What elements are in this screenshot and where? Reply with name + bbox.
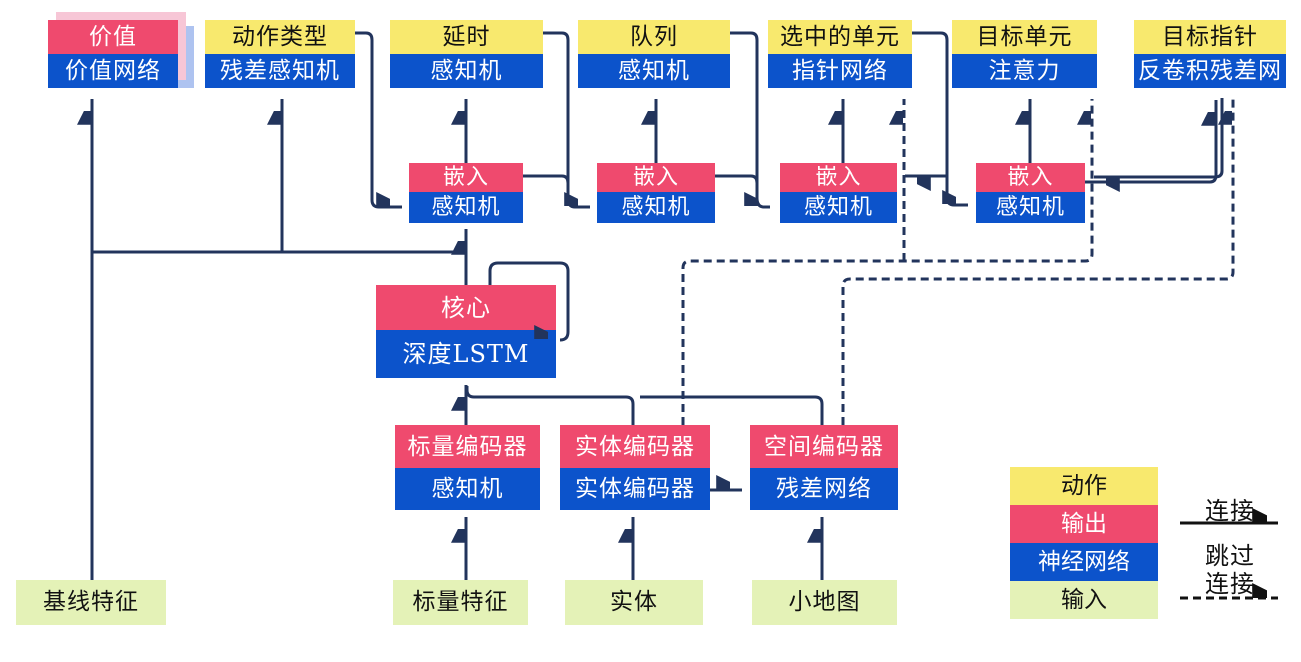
encoder-entity: 实体编码器 实体编码器: [560, 425, 710, 510]
legend-input-swatch: 输入: [1010, 581, 1158, 619]
head-selected-units-action: 选中的单元: [768, 20, 912, 54]
skip-spatial-to-target-point: [841, 99, 1235, 425]
embed-3: 嵌入 感知机: [780, 163, 897, 223]
head-queue-network: 感知机: [578, 54, 730, 88]
wire-queue-to-embed3: [730, 31, 770, 209]
legend-color-key: 动作 输出 神经网络 输入: [1010, 467, 1158, 619]
input-minimap: 小地图: [752, 580, 897, 625]
encoder-entity-label: 实体编码器: [560, 425, 710, 468]
head-value: 价值 价值网络: [48, 20, 178, 88]
encoder-spatial: 空间编码器 残差网络: [750, 425, 898, 510]
legend-network-swatch: 神经网络: [1010, 543, 1158, 581]
legend-action-swatch: 动作: [1010, 467, 1158, 505]
wire-embed2-out: [715, 174, 759, 184]
wire-embed1-out: [523, 174, 570, 184]
head-target-point-network: 反卷积残差网: [1134, 54, 1286, 88]
input-entities: 实体: [565, 580, 703, 625]
head-delay: 延时 感知机: [390, 20, 543, 88]
encoder-scalar-label: 标量编码器: [395, 425, 540, 468]
head-target-unit: 目标单元 注意力: [952, 20, 1097, 88]
legend-skip-label-line1: 跳过: [1205, 542, 1255, 570]
encoder-scalar: 标量编码器 感知机: [395, 425, 540, 510]
wire-embed4-to-target-point: [1085, 100, 1218, 184]
input-minimap-label: 小地图: [752, 580, 897, 625]
embed-3-label: 嵌入: [780, 163, 897, 192]
core-label: 核心: [376, 285, 556, 330]
core: 核心 深度LSTM: [376, 285, 556, 378]
head-action-type-action: 动作类型: [205, 20, 355, 54]
head-value-action: 价值: [48, 20, 178, 54]
encoder-spatial-label: 空间编码器: [750, 425, 898, 468]
head-target-unit-network: 注意力: [952, 54, 1097, 88]
head-queue-action: 队列: [578, 20, 730, 54]
encoder-spatial-network: 残差网络: [750, 468, 898, 510]
core-network: 深度LSTM: [376, 330, 556, 378]
head-delay-action: 延时: [390, 20, 543, 54]
embed-4-network: 感知机: [976, 192, 1085, 223]
encoder-scalar-network: 感知机: [395, 468, 540, 510]
embed-1-label: 嵌入: [409, 163, 523, 192]
head-target-point: 目标指针 反卷积残差网: [1134, 20, 1286, 88]
head-delay-network: 感知机: [390, 54, 543, 88]
embed-2: 嵌入 感知机: [597, 163, 715, 223]
wire-entity-encoder-to-core: [465, 386, 635, 425]
head-action-type: 动作类型 残差感知机: [205, 20, 355, 88]
head-selected-units-network: 指针网络: [768, 54, 912, 88]
skip-entity-encoder-main: [681, 99, 1094, 425]
head-value-network: 价值网络: [48, 54, 178, 88]
embed-4: 嵌入 感知机: [976, 163, 1085, 223]
input-baseline-features: 基线特征: [16, 580, 166, 625]
embed-1-network: 感知机: [409, 192, 523, 223]
embed-4-label: 嵌入: [976, 163, 1085, 192]
head-target-point-action: 目标指针: [1134, 20, 1286, 54]
encoder-entity-network: 实体编码器: [560, 468, 710, 510]
input-scalar-features: 标量特征: [393, 580, 528, 625]
legend-solid-arrow-label: 连接: [1205, 497, 1255, 525]
embed-2-network: 感知机: [597, 192, 715, 223]
head-action-type-network: 残差感知机: [205, 54, 355, 88]
embed-2-label: 嵌入: [597, 163, 715, 192]
legend-output-swatch: 输出: [1010, 505, 1158, 543]
embed-1: 嵌入 感知机: [409, 163, 523, 223]
embed-3-network: 感知机: [780, 192, 897, 223]
input-entities-label: 实体: [565, 580, 703, 625]
head-selected-units: 选中的单元 指针网络: [768, 20, 912, 88]
head-target-unit-action: 目标单元: [952, 20, 1097, 54]
input-scalar-features-label: 标量特征: [393, 580, 528, 625]
head-queue: 队列 感知机: [578, 20, 730, 88]
legend-skip-label-line2: 连接: [1205, 570, 1255, 598]
input-baseline-features-label: 基线特征: [16, 580, 166, 625]
wire-spatial-encoder-to-core: [640, 395, 824, 425]
wire-target-point-feedback-to-embed4: [1094, 98, 1224, 177]
